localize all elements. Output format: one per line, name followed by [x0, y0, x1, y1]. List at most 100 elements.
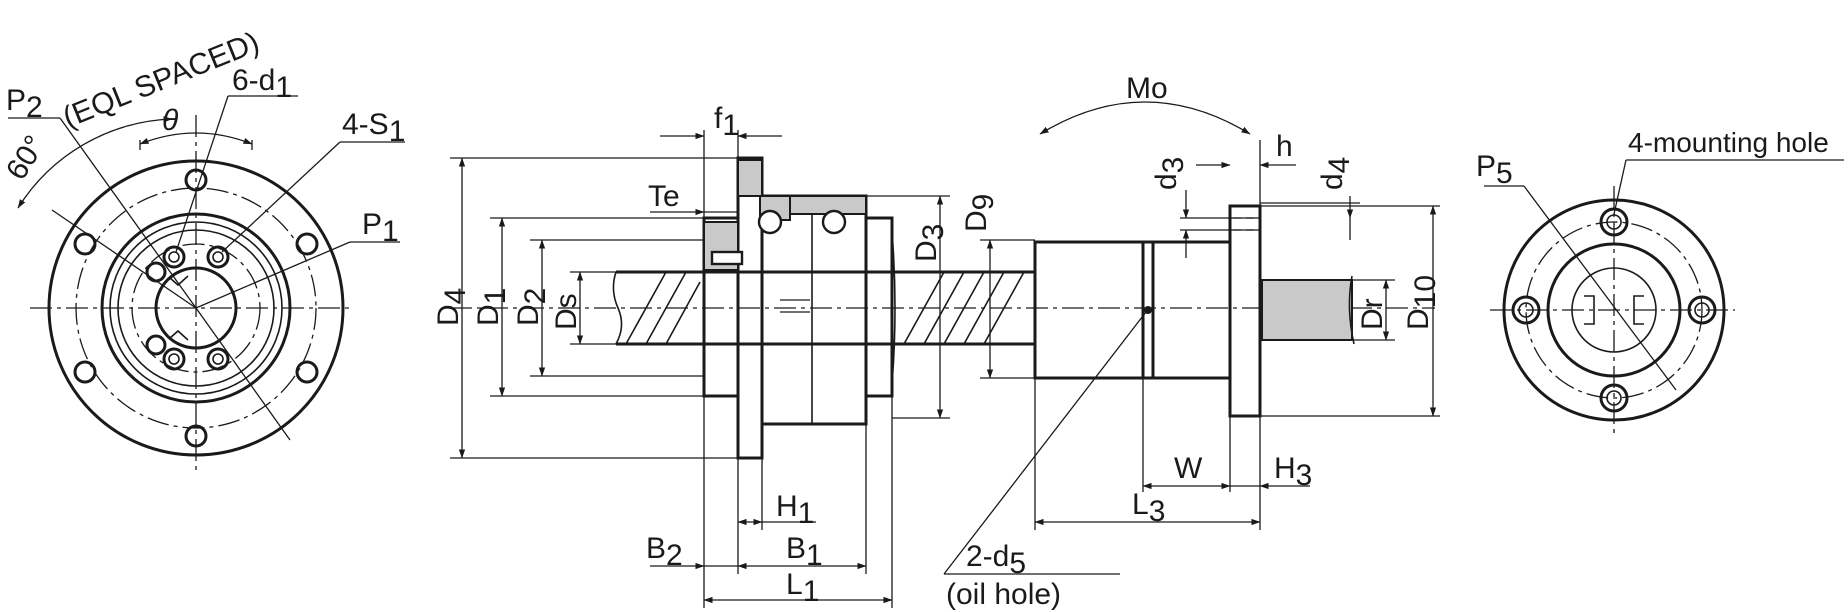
end-shaft-section	[1261, 279, 1353, 341]
bolt-hole	[73, 360, 97, 384]
sixty-deg-ref-line	[51, 209, 197, 309]
body-ring-3	[117, 229, 275, 387]
end-keyway-left	[1584, 295, 1595, 325]
label-D2: D2	[512, 288, 552, 326]
label-oil-hole: (oil hole)	[946, 578, 1061, 611]
tapped-hole	[206, 245, 230, 269]
label-W: W	[1174, 452, 1203, 485]
end-shaft-ring	[1571, 267, 1657, 353]
tapped-hole-core	[212, 353, 224, 365]
end-bolt-pitch-circle	[1525, 221, 1703, 399]
extension-lines-horizontal	[703, 130, 1261, 608]
body-outer-ring	[100, 212, 292, 404]
end-flange-outline	[1502, 198, 1726, 422]
label-L3: L3	[1132, 488, 1165, 528]
center-bore	[154, 266, 238, 350]
side-view: f1 Te D4 D1 D2 Ds D3 D9 Mo h d3 d4 Dr D1…	[432, 72, 1442, 611]
label-theta: θ	[162, 104, 179, 137]
body-ring-2	[109, 221, 283, 395]
tap-pitch-circle-p1	[131, 243, 261, 373]
ball-nut	[702, 156, 896, 460]
ball	[821, 209, 847, 235]
p1-leader	[195, 241, 351, 309]
mounting-hole	[1511, 295, 1541, 325]
label-D1: D1	[472, 288, 512, 326]
mounting-hole	[1599, 383, 1629, 413]
mo-arc	[1039, 101, 1251, 135]
mounting-screw	[710, 250, 744, 266]
label-p2: P2	[6, 84, 43, 124]
end-mounting-holes	[1511, 207, 1717, 413]
label-B2: B2	[646, 532, 683, 572]
label-H1: H1	[776, 490, 814, 530]
theta-arc	[139, 132, 253, 145]
label-sixty-deg: 60°	[0, 130, 52, 186]
end-housing-ring	[1546, 242, 1682, 378]
horizontal-dimension-lines	[650, 101, 1310, 604]
label-D10: D10	[1402, 275, 1442, 330]
nut-rear-bevel	[891, 231, 896, 385]
support-housing	[1033, 204, 1355, 418]
label-H3: H3	[1274, 452, 1312, 492]
label-two-d5: 2-d5	[966, 540, 1026, 580]
screw-shaft	[612, 270, 1035, 346]
tapped-hole	[162, 245, 186, 269]
label-p5: P5	[1476, 150, 1513, 190]
label-B1: B1	[786, 532, 823, 572]
tapped-hole	[145, 334, 167, 356]
shaft-break-left	[612, 271, 623, 345]
bolt-hole	[184, 424, 208, 448]
bolt-hole	[295, 360, 319, 384]
front-view: P2 60° (EQL SPACED) θ 6-d1 4-S1 P1	[0, 26, 405, 470]
mounting-hole-core	[1606, 390, 1622, 406]
mounting-hole-core	[1518, 302, 1534, 318]
label-d3: d3	[1150, 157, 1190, 190]
nut-rear-ring	[864, 216, 894, 398]
label-L1: L1	[786, 568, 819, 608]
label-d4: d4	[1316, 157, 1356, 190]
label-p1: P1	[362, 208, 399, 248]
mounting-hole-core	[1606, 214, 1622, 230]
housing-flange	[1228, 204, 1262, 418]
end-keyway-right	[1633, 295, 1644, 325]
mounting-hole	[1687, 295, 1717, 325]
bore-key-top	[169, 275, 189, 287]
label-mounting-hole: 4-mounting hole	[1628, 127, 1829, 158]
bolt-pitch-circle-p2	[75, 187, 317, 429]
label-f1: f1	[714, 102, 739, 142]
vertical-dimension-lines	[458, 157, 1437, 459]
housing-rear	[1151, 240, 1232, 380]
extension-lines-vertical	[450, 157, 1440, 459]
bore-key-bottom	[169, 329, 189, 341]
housing-body	[1033, 240, 1145, 380]
label-Dr: Dr	[1356, 298, 1389, 330]
ball	[757, 209, 783, 235]
tapped-hole-core	[212, 251, 224, 263]
p2-radius-line	[195, 307, 291, 441]
tapped-hole	[206, 347, 230, 371]
label-D9: D9	[960, 194, 1000, 232]
d1-leader	[175, 95, 229, 253]
end-view: P5 4-mounting hole	[1476, 127, 1844, 434]
flange-outline	[47, 159, 345, 457]
nut-spigot	[702, 216, 740, 398]
tapped-hole-core	[168, 251, 180, 263]
oil-hole-leader	[943, 311, 1147, 575]
label-Ds: Ds	[550, 293, 583, 330]
label-D4: D4	[432, 288, 472, 326]
mounting-hole	[1599, 207, 1629, 237]
sixty-deg-arc	[17, 116, 173, 209]
tapped-hole	[162, 347, 186, 371]
bolt-hole	[295, 232, 319, 256]
p5-leader	[1523, 185, 1677, 391]
label-four-s1: 4-S1	[342, 108, 405, 148]
tapped-holes	[145, 245, 230, 371]
end-shaft-break	[1348, 275, 1355, 345]
s1-leader	[221, 141, 341, 253]
label-h: h	[1276, 130, 1293, 163]
tapped-hole-core	[168, 353, 180, 365]
label-D3: D3	[910, 224, 950, 262]
tapped-hole	[145, 261, 167, 283]
nut-section-top	[789, 195, 867, 215]
